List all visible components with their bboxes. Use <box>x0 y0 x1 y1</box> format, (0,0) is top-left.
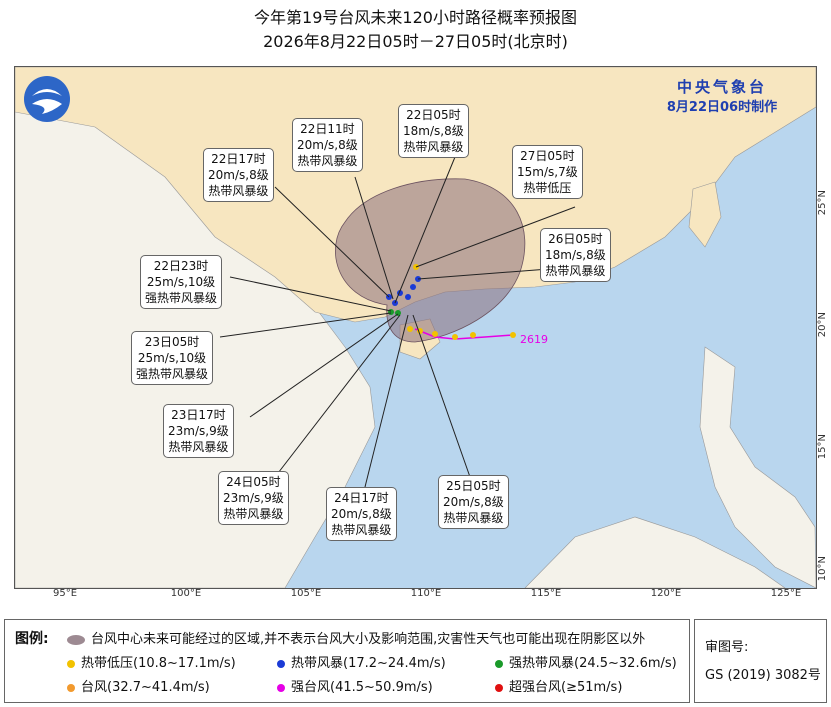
callout-time: 27日05时 <box>520 149 575 163</box>
super-ty-dot-icon <box>495 683 503 692</box>
callout-time: 23日05时 <box>144 335 200 349</box>
callout-wind: 25m/s,10级 <box>146 275 216 289</box>
review-label: 审图号: <box>705 640 749 655</box>
legend-cone-text: 台风中心未来可能经过的区域,并不表示台风大小及影响范围,灾害性天气也可能出现在阴… <box>91 632 646 647</box>
callout-22-17: 22日17时 20m/s,8级 热带风暴级 <box>203 148 274 202</box>
callout-grade: 热带风暴级 <box>297 154 358 168</box>
legend-cone-row: 台风中心未来可能经过的区域,并不表示台风大小及影响范围,灾害性天气也可能出现在阴… <box>67 628 645 647</box>
track-point <box>407 326 413 332</box>
lon-label: 110°E <box>410 588 442 599</box>
callout-22-11: 22日11时 20m/s,8级 热带风暴级 <box>292 118 363 172</box>
callout-time: 22日11时 <box>300 122 355 136</box>
callout-wind: 18m/s,8级 <box>545 248 606 262</box>
callout-27-05: 27日05时 15m/s,7级 热带低压 <box>512 145 583 199</box>
legend-label: 强台风(41.5~50.9m/s) <box>291 680 433 695</box>
legend-label: 热带风暴(17.2~24.4m/s) <box>291 656 446 671</box>
legend-label: 台风(32.7~41.4m/s) <box>81 680 210 695</box>
track-point <box>470 332 476 338</box>
forecast-point <box>410 284 416 290</box>
lat-label: 15°N <box>817 434 828 460</box>
callout-grade: 热带风暴级 <box>168 440 229 454</box>
cma-logo-icon <box>24 76 70 122</box>
callout-wind: 23m/s,9级 <box>168 424 229 438</box>
sty-dot-icon <box>277 683 285 692</box>
callout-wind: 20m/s,8级 <box>443 495 504 509</box>
callout-time: 22日05时 <box>406 108 461 122</box>
issue-time: 8月22日06时制作 <box>666 100 778 115</box>
callout-grade: 强热带风暴级 <box>145 291 218 305</box>
legend-label: 强热带风暴(24.5~32.6m/s) <box>509 656 677 671</box>
callout-25-05: 25日05时 20m/s,8级 热带风暴级 <box>438 475 509 529</box>
legend-label: 热带低压(10.8~17.1m/s) <box>81 656 236 671</box>
track-point <box>432 331 438 337</box>
legend-label: 超强台风(≥51m/s) <box>509 680 623 695</box>
legend: 图例: 台风中心未来可能经过的区域,并不表示台风大小及影响范围,灾害性天气也可能… <box>4 619 690 703</box>
callout-23-05: 23日05时 25m/s,10级 强热带风暴级 <box>131 331 214 385</box>
callout-time: 25日05时 <box>446 479 501 493</box>
lon-label: 125°E <box>770 588 802 599</box>
borneo-land <box>524 516 786 588</box>
callout-time: 24日05时 <box>226 475 281 489</box>
legend-item: 热带低压(10.8~17.1m/s) <box>67 652 236 671</box>
review-number-box: 审图号: GS (2019) 3082号 <box>694 619 827 703</box>
callout-wind: 20m/s,8级 <box>331 507 392 521</box>
callout-time: 22日23时 <box>153 259 209 273</box>
callout-grade: 热带风暴级 <box>223 507 284 521</box>
callout-wind: 25m/s,10级 <box>137 351 207 365</box>
callout-grade: 热带风暴级 <box>331 523 392 537</box>
forecast-period: 2026年8月22日05时－27日05时(北京时) <box>263 32 568 51</box>
callout-24-17: 24日17时 20m/s,8级 热带风暴级 <box>326 487 397 541</box>
ty-dot-icon <box>67 683 75 692</box>
callout-grade: 热带低压 <box>523 181 572 195</box>
callout-22-23: 22日23时 25m/s,10级 强热带风暴级 <box>140 255 223 309</box>
legend-title: 图例: <box>15 631 49 647</box>
callout-wind: 20m/s,8级 <box>297 138 358 152</box>
callout-time: 26日05时 <box>548 232 603 246</box>
callout-time: 22日17时 <box>211 152 266 166</box>
lon-label: 115°E <box>530 588 562 599</box>
forecast-point <box>388 309 394 315</box>
lon-label: 105°E <box>290 588 322 599</box>
legend-item: 台风(32.7~41.4m/s) <box>67 676 210 695</box>
taiwan-island <box>688 181 722 248</box>
lon-label: 95°E <box>52 588 78 599</box>
callout-wind: 23m/s,9级 <box>223 491 284 505</box>
lon-label: 120°E <box>650 588 682 599</box>
callout-grade: 热带风暴级 <box>545 264 606 278</box>
legend-item: 强热带风暴(24.5~32.6m/s) <box>495 652 677 671</box>
legend-item: 热带风暴(17.2~24.4m/s) <box>277 652 446 671</box>
lat-label: 25°N <box>817 190 828 216</box>
sts-dot-icon <box>495 659 503 668</box>
map-title: 今年第19号台风未来120小时路径概率预报图 <box>254 8 577 27</box>
cone-swatch-icon <box>67 634 85 645</box>
typhoon-id-label: 2619 <box>520 333 548 346</box>
callout-26-05: 26日05时 18m/s,8级 热带风暴级 <box>540 228 611 282</box>
callout-grade: 热带风暴级 <box>443 511 504 525</box>
lat-label: 20°N <box>817 312 828 338</box>
callout-23-17: 23日17时 23m/s,9级 热带风暴级 <box>163 404 234 458</box>
track-point <box>452 334 458 340</box>
agency-name: 中央气象台 <box>676 78 767 96</box>
callout-grade: 热带风暴级 <box>208 184 269 198</box>
callout-wind: 18m/s,8级 <box>403 124 464 138</box>
td-dot-icon <box>67 659 75 668</box>
callout-time: 24日17时 <box>334 491 389 505</box>
ts-dot-icon <box>277 659 285 668</box>
callout-grade: 强热带风暴级 <box>136 367 209 381</box>
lon-label: 100°E <box>170 588 202 599</box>
callout-22-05: 22日05时 18m/s,8级 热带风暴级 <box>398 104 469 158</box>
track-point-current <box>510 332 516 338</box>
legend-item: 强台风(41.5~50.9m/s) <box>277 676 433 695</box>
lat-label: 10°N <box>817 556 828 582</box>
legend-item: 超强台风(≥51m/s) <box>495 676 622 695</box>
callout-wind: 15m/s,7级 <box>517 165 578 179</box>
review-number: GS (2019) 3082号 <box>705 668 821 683</box>
philippines-land <box>699 346 816 588</box>
probability-cone <box>335 178 526 343</box>
forecast-point <box>405 294 411 300</box>
callout-wind: 20m/s,8级 <box>208 168 269 182</box>
callout-grade: 热带风暴级 <box>403 140 464 154</box>
callout-24-05: 24日05时 23m/s,9级 热带风暴级 <box>218 471 289 525</box>
callout-time: 23日17时 <box>171 408 226 422</box>
